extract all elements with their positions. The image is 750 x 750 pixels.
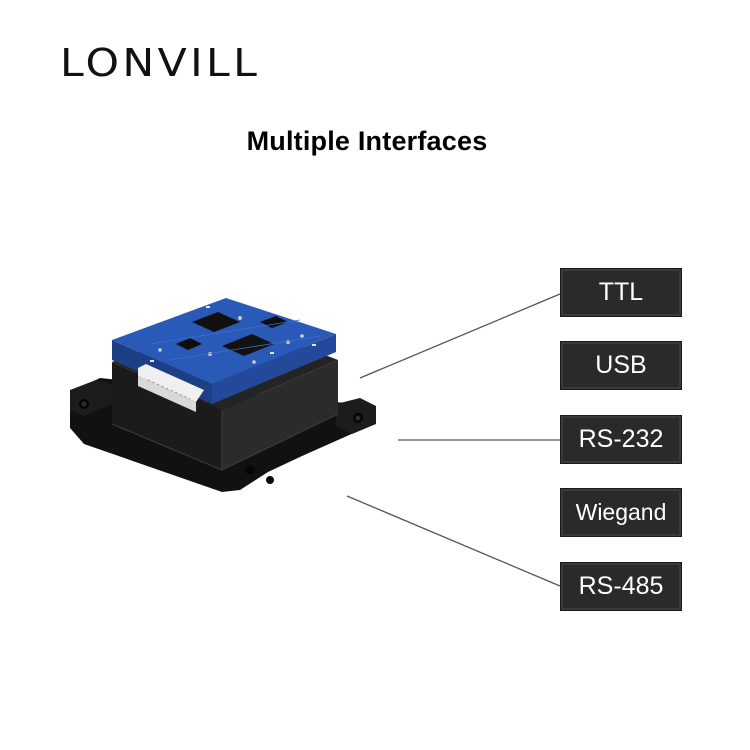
brand-logo: LONVILL [60,41,261,85]
leader-line-ttl [359,293,561,379]
leader-line-rs485 [346,495,561,587]
scanner-module [70,298,376,492]
interface-label-rs485: RS-485 [560,562,682,611]
interface-label-usb: USB [560,341,682,390]
interface-label-wiegand: Wiegand [560,488,682,537]
interface-label-rs232: RS-232 [560,415,682,464]
page-title: Multiple Interfaces [246,126,488,156]
interface-label-ttl: TTL [560,268,682,317]
